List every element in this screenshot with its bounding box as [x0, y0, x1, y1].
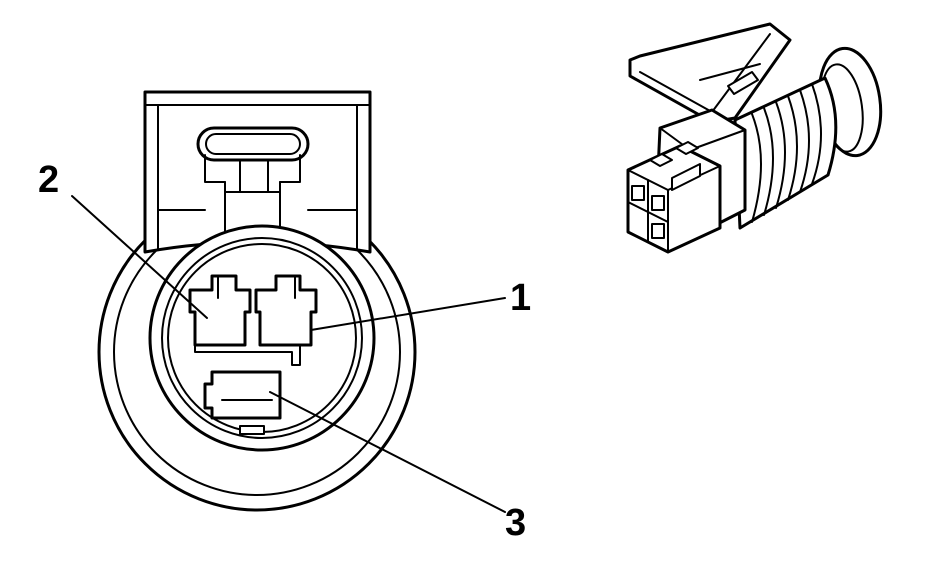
callout-labels: 2 1 3	[38, 159, 531, 544]
iso-terminal-a	[631, 185, 645, 201]
callout-label-3: 3	[505, 502, 526, 544]
connector-front-view	[97, 90, 417, 512]
latch-button	[727, 71, 759, 95]
leader-line-1	[310, 297, 506, 331]
face-ring-inner	[161, 237, 363, 439]
leader-line-2	[71, 195, 208, 319]
iso-terminal-b	[651, 195, 665, 211]
lock-window-inner	[205, 133, 301, 155]
callout-label-1: 1	[510, 277, 531, 319]
connector-isometric-view	[626, 22, 883, 254]
terminal-cavity-2	[188, 274, 252, 347]
leader-line-3	[269, 391, 506, 513]
terminal-grid-h	[627, 201, 669, 223]
lock-latch	[204, 154, 301, 193]
callout-leaders	[71, 195, 506, 513]
latch-arm-rib	[699, 63, 761, 81]
iso-terminal-c	[651, 223, 665, 239]
bottom-key	[239, 425, 265, 435]
iso-peg-3	[671, 163, 701, 191]
lock-window	[196, 126, 310, 162]
iso-peg-2	[675, 141, 699, 155]
seal-ribs	[751, 83, 822, 223]
terminal-cavity-1	[254, 274, 318, 347]
iso-peg-1	[649, 153, 673, 167]
callout-label-2: 2	[38, 159, 59, 201]
latch-arm	[628, 22, 792, 124]
terminal-cavity-3	[203, 370, 282, 420]
cavity-divider	[194, 344, 301, 366]
